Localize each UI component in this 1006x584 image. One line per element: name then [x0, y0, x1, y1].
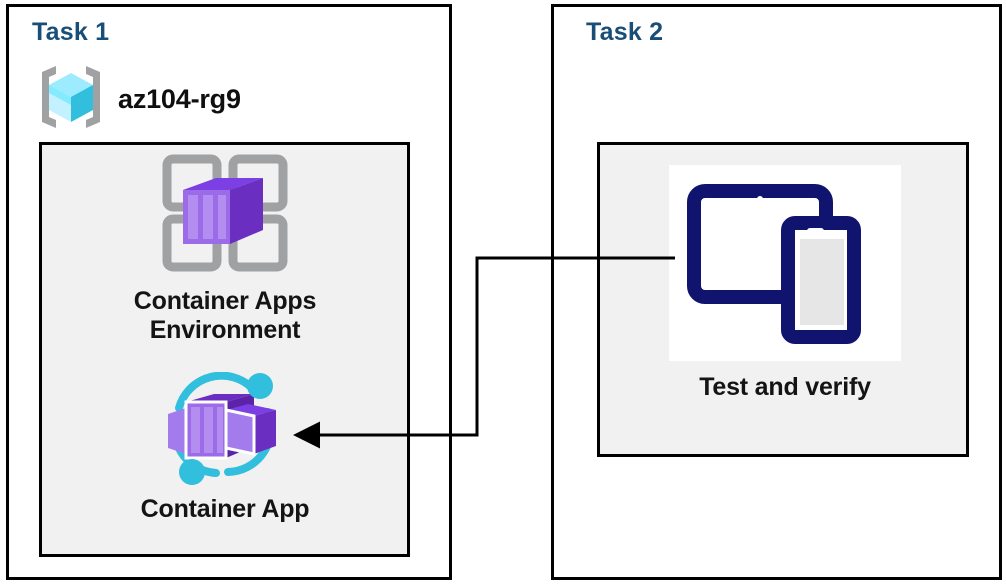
- resource-group-row: az104-rg9: [34, 62, 241, 137]
- resource-group-icon: [34, 62, 108, 137]
- container-app-label: Container App: [140, 495, 310, 523]
- container-apps-environment-icon: [150, 152, 300, 279]
- task-1-title: Task 1: [32, 18, 110, 46]
- devices-icon-plate: [669, 165, 901, 361]
- node-container-apps-environment: Container Apps Environment: [80, 152, 370, 344]
- container-apps-environment-label: Container Apps Environment: [133, 287, 317, 344]
- task-2-title: Task 2: [586, 18, 664, 46]
- container-app-icon: [156, 371, 294, 491]
- resource-group-name: az104-rg9: [118, 84, 241, 114]
- node-test-and-verify: Test and verify: [640, 165, 930, 402]
- node-container-app: Container App: [80, 371, 370, 524]
- test-and-verify-label: Test and verify: [699, 373, 871, 401]
- devices-icon: [685, 177, 885, 350]
